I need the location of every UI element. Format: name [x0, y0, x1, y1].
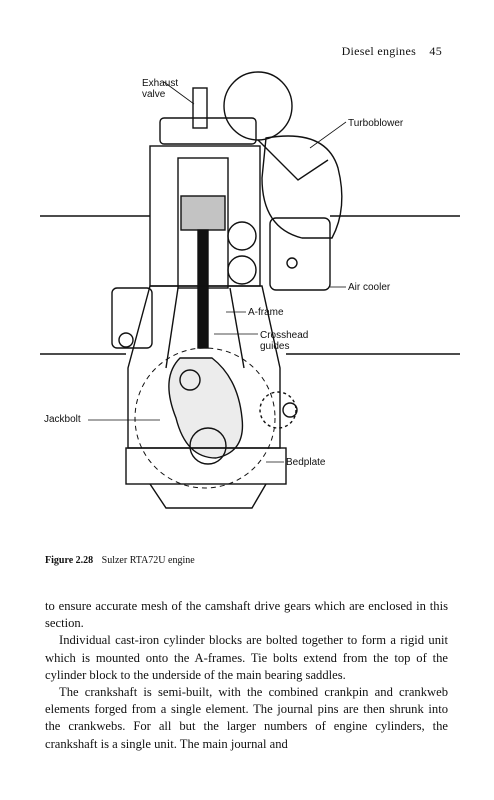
- camshaft-gear: [259, 391, 297, 429]
- label-jackbolt: Jackbolt: [44, 414, 81, 425]
- scavenge-port-upper: [227, 221, 257, 251]
- body-paragraph: Individual cast-iron cylinder blocks are…: [45, 633, 448, 682]
- label-a-frame: A-frame: [248, 307, 284, 318]
- turbo-inlet: [257, 139, 329, 181]
- left-auxiliary-housing: [111, 287, 153, 349]
- running-head: Diesel engines 45: [342, 44, 442, 59]
- body-paragraph: The crankshaft is semi-built, with the c…: [45, 685, 448, 751]
- figure-caption-number: Figure 2.28: [45, 555, 94, 566]
- crosshead-guide-right: [229, 287, 245, 369]
- left-auxiliary-port: [118, 332, 134, 348]
- engine-drawing: [40, 71, 460, 509]
- label-crosshead-guides: Crosshead guides: [260, 330, 309, 352]
- figure-caption: Figure 2.28 Sulzer RTA72U engine: [45, 555, 195, 566]
- engine-figure: Exhaust valve Turboblower Air cooler A-f…: [30, 68, 470, 548]
- exhaust-valve-body: [192, 87, 208, 129]
- main-journal: [189, 427, 227, 465]
- body-text: to ensure accurate mesh of the camshaft …: [45, 598, 448, 753]
- piston-rod: [197, 229, 209, 349]
- label-bedplate: Bedplate: [286, 457, 326, 468]
- air-cooler-port: [286, 257, 298, 269]
- leader-turboblower: [309, 121, 347, 149]
- leader-exhaust-valve: [163, 81, 195, 105]
- turbo-volute: [261, 135, 343, 239]
- label-turboblower: Turboblower: [348, 118, 404, 129]
- air-cooler-block: [269, 217, 331, 291]
- bedplate-foot: [149, 483, 267, 509]
- camshaft-gear-hub: [282, 402, 298, 418]
- turboblower-casing: [223, 71, 293, 141]
- exhaust-manifold: [159, 117, 257, 145]
- page-number: 45: [429, 44, 442, 58]
- label-air-cooler: Air cooler: [348, 282, 391, 293]
- figure-caption-text: Sulzer RTA72U engine: [101, 555, 195, 566]
- scavenge-port-lower: [227, 255, 257, 285]
- bedplate: [125, 447, 287, 485]
- crank-circle: [134, 347, 276, 489]
- crosshead-guide-left: [165, 287, 179, 369]
- crankweb: [168, 357, 244, 459]
- label-exhaust-valve: Exhaust valve: [142, 78, 179, 100]
- running-head-title: Diesel engines: [341, 44, 417, 58]
- crankpin: [179, 369, 201, 391]
- body-paragraph: to ensure accurate mesh of the camshaft …: [45, 599, 448, 631]
- piston: [180, 195, 226, 231]
